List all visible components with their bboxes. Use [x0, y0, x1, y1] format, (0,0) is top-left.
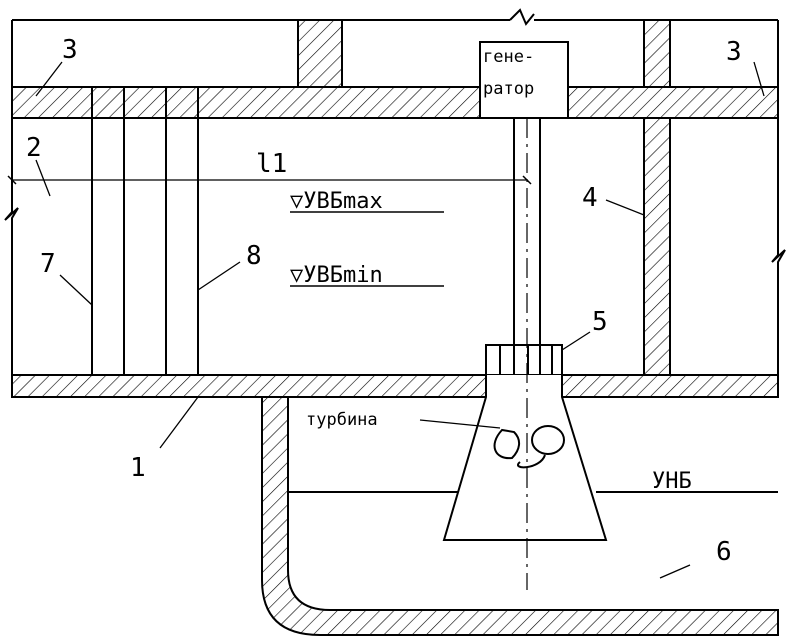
generator-label-1: гене-	[483, 47, 534, 67]
unb-label: УНБ	[652, 469, 692, 494]
top-slab	[11, 19, 779, 119]
turbine-label: турбина	[306, 410, 378, 430]
break-mark-left	[4, 207, 19, 375]
label-5: 5	[592, 307, 608, 337]
bottom-slab	[11, 374, 487, 398]
labels: 3 3 2 7 8 4 5 1 6 l1 гене- ратор турбина…	[26, 35, 742, 567]
draft-tube-wall	[261, 396, 779, 636]
label-8: 8	[246, 241, 262, 271]
label-6: 6	[716, 537, 732, 567]
block-5	[485, 344, 563, 376]
label-1: 1	[130, 453, 146, 483]
label-4: 4	[582, 183, 598, 213]
wall-4	[643, 117, 671, 376]
break-mark-right	[771, 249, 786, 375]
label-7: 7	[40, 249, 56, 279]
upper-structure	[11, 8, 779, 87]
label-2: 2	[26, 133, 42, 163]
uvb-max-label: ▽УВБmax	[290, 189, 383, 214]
label-l1: l1	[256, 149, 287, 179]
label-3-right: 3	[726, 37, 742, 67]
generator-label-2: ратор	[483, 79, 534, 99]
turbine-runner-right	[531, 425, 565, 455]
uvb-min-label: ▽УВБmin	[290, 263, 383, 288]
generator-box	[479, 41, 569, 119]
turbine-housing	[442, 375, 608, 541]
turbine-runner-left	[493, 428, 520, 460]
label-3-left: 3	[62, 35, 78, 65]
